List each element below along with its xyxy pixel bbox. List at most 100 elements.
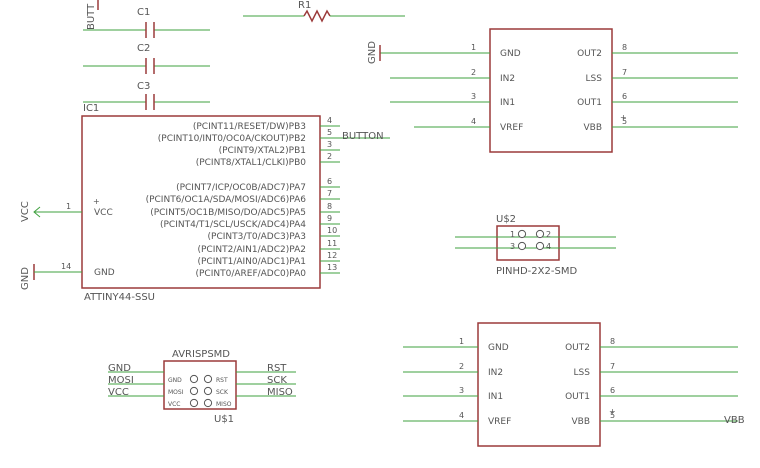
header-pin-number: 2 — [546, 230, 551, 239]
ic1-pin-label: (PCINT5/OC1B/MISO/DO/ADC5)PA5 — [150, 208, 306, 218]
ic1-pin-number: 13 — [327, 263, 337, 272]
ic1-vcc-plus: + — [93, 197, 100, 206]
driver-right-pin-label: VBB — [583, 123, 602, 133]
driver-right-pin-number: 8 — [610, 337, 615, 346]
header-pad — [535, 241, 545, 251]
ic1-pin-number: 10 — [327, 226, 337, 235]
gnd-net-ic1: GND — [20, 264, 48, 290]
driver-left-pin-label: IN2 — [500, 74, 515, 84]
ic1-pin-label: (PCINT0/AREF/ADC0)PA0 — [195, 269, 306, 279]
gnd-net-driver: GND — [367, 41, 381, 64]
ic1-part: ATTINY44-SSU — [84, 292, 155, 303]
resistor-r1: R1 — [243, 0, 405, 23]
driver-left-pin-label: IN1 — [500, 98, 515, 108]
capacitor-c3: C3 — [83, 81, 210, 110]
isp-pad — [189, 398, 199, 408]
us1-name: U$1 — [214, 414, 234, 425]
driver-left-pin-label: VREF — [500, 123, 523, 133]
driver-right-pin-label: OUT1 — [577, 98, 602, 108]
vcc-net-label: VCC — [20, 201, 31, 222]
header-pad — [535, 229, 545, 239]
driver-right-pin-label: OUT2 — [565, 343, 590, 353]
header-pin-number: 3 — [510, 242, 515, 251]
isp-pad — [203, 398, 213, 408]
ic1-pin-number: 12 — [327, 251, 337, 260]
ic1-pin-label: (PCINT1/AIN0/ADC1)PA1 — [197, 257, 306, 267]
driver-right-pin-label: LSS — [586, 74, 603, 84]
button-net-label: BUTTON — [342, 131, 384, 142]
isp-inner-right-label: MISO — [216, 401, 232, 408]
driver-top-plus: + — [620, 113, 627, 122]
button-net-fragment: BUTT — [86, 0, 99, 30]
ic1-pin-number: 5 — [327, 128, 332, 137]
isp-inner-left-label: VCC — [168, 401, 180, 408]
driver-right-pin-label: VBB — [571, 417, 590, 427]
isp-left-net-label: MOSI — [108, 375, 134, 386]
isp-pad — [189, 386, 199, 396]
driver-left-pin-number: 1 — [471, 43, 476, 52]
isp-pad — [203, 386, 213, 396]
ic1-pin-number: 9 — [327, 214, 332, 223]
ic1-pin-label: (PCINT11/RESET/DW)PB3 — [193, 122, 306, 132]
isp-inner-right-label: RST — [216, 377, 228, 384]
driver-left-pin-label: GND — [500, 49, 521, 59]
r1-label: R1 — [298, 0, 311, 11]
us2-name: U$2 — [496, 214, 516, 225]
isp-right-net-label: SCK — [267, 375, 287, 386]
ic1-name: IC1 — [83, 103, 99, 114]
isp-pad — [189, 374, 199, 384]
driver-right-pin-number: 5 — [622, 117, 627, 126]
driver-right-pin-label: LSS — [574, 368, 591, 378]
us2-part: PINHD-2X2-SMD — [496, 266, 577, 277]
avr-isp-us1: AVRISPSMD U$1 GNDMOSIVCCRSTSCKMISOGNDMOS… — [108, 349, 296, 425]
vcc-net: VCC — [20, 201, 48, 222]
driver-left-pin-number: 4 — [459, 411, 464, 420]
butt-net-label: BUTT — [86, 3, 97, 30]
gnd-net-ic1-label: GND — [20, 267, 31, 290]
ic1-pin-number: 11 — [327, 239, 337, 248]
vbb-net-label: VBB — [724, 415, 745, 426]
ic1-left-pin-label: GND — [94, 268, 115, 278]
driver-right-pin-number: 5 — [610, 411, 615, 420]
driver-left-pin-label: IN2 — [488, 368, 503, 378]
ic1-pin-label: (PCINT4/T1/SCL/USCK/ADC4)PA4 — [160, 220, 306, 230]
c2-label: C2 — [137, 43, 150, 54]
us1-part: AVRISPSMD — [172, 349, 230, 360]
driver-left-pin-number: 2 — [471, 68, 476, 77]
driver-right-pin-number: 6 — [610, 386, 615, 395]
ic1-pin-label: (PCINT2/AIN1/ADC2)PA2 — [197, 245, 306, 255]
ic1-pin-number: 6 — [327, 177, 332, 186]
pin-header-us2: U$2 PINHD-2X2-SMD 1 2 3 4 — [455, 214, 616, 277]
ic1-pin-label: (PCINT7/ICP/OC0B/ADC7)PA7 — [176, 183, 306, 193]
driver-bottom-plus: + — [609, 407, 616, 416]
header-pin-number: 4 — [546, 242, 551, 251]
ic1-pin-label: (PCINT10/INT0/OC0A/CKOUT)PB2 — [158, 134, 306, 144]
ic1-pin-label: (PCINT3/T0/ADC3)PA3 — [208, 232, 306, 242]
driver-right-pin-number: 6 — [622, 92, 627, 101]
driver-left-pin-label: IN1 — [488, 392, 503, 402]
ic1-pin-label: (PCINT9/XTAL2)PB1 — [219, 146, 306, 156]
ic1-attiny44: IC1 ATTINY44-SSU (PCINT11/RESET/DW)PB34(… — [48, 103, 390, 303]
capacitor-c1: C1 — [83, 7, 210, 38]
isp-pad — [203, 374, 213, 384]
isp-inner-left-label: GND — [168, 377, 182, 384]
ic1-pin-number: 7 — [327, 189, 332, 198]
c1-label: C1 — [137, 7, 150, 18]
driver-left-pin-label: GND — [488, 343, 509, 353]
isp-inner-right-label: SCK — [216, 389, 229, 396]
ic1-pin-number: 8 — [327, 202, 332, 211]
driver-left-pin-number: 3 — [471, 92, 476, 101]
driver-right-pin-label: OUT2 — [577, 49, 602, 59]
isp-left-net-label: GND — [108, 363, 131, 374]
ic1-pin-number: 2 — [327, 152, 332, 161]
driver-left-pin-number: 2 — [459, 362, 464, 371]
driver-right-pin-number: 7 — [622, 68, 627, 77]
capacitor-c2: C2 — [83, 43, 210, 74]
header-pad — [517, 241, 527, 251]
header-pin-number: 1 — [510, 230, 515, 239]
driver-left-pin-label: VREF — [488, 417, 511, 427]
ic1-left-pin-label: VCC — [94, 208, 113, 218]
isp-right-net-label: MISO — [267, 387, 293, 398]
ic1-left-pin-number: 1 — [66, 202, 71, 211]
